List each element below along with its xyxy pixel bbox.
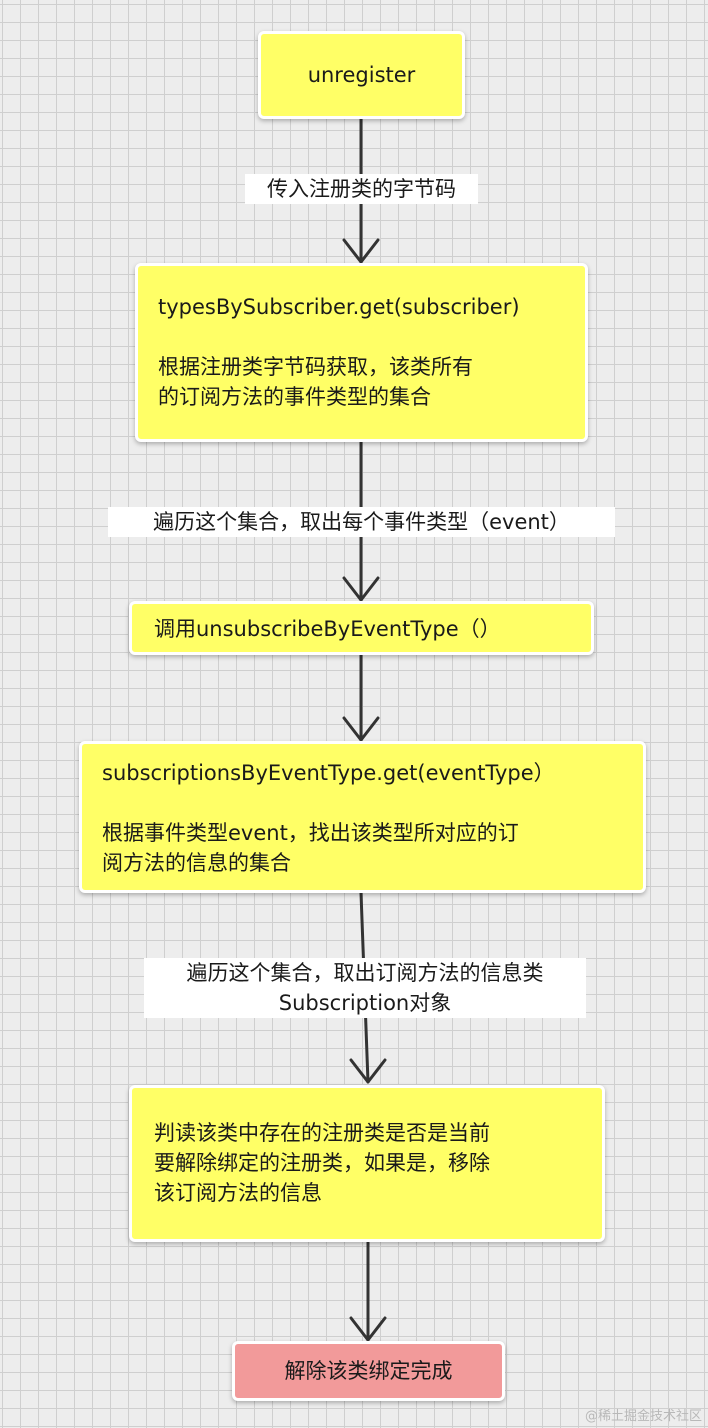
node-types-by-subscriber-line1: typesBySubscriber.get(subscriber) [158,295,520,319]
node-subscriptions-by-event-type-line3: 阅方法的信息的集合 [102,851,291,875]
arrowhead-unsubscribe [342,576,380,602]
node-done: 解除该类绑定完成 [232,1341,505,1401]
arrowhead-subscriptions [342,716,380,742]
node-unsubscribe-call-label: 调用unsubscribeByEventType（） [154,617,501,641]
node-unsubscribe-call: 调用unsubscribeByEventType（） [129,601,594,655]
node-subscriptions-by-event-type: subscriptionsByEventType.get(eventType） … [79,741,646,893]
node-subscriptions-by-event-type-spacer [102,788,643,818]
node-judge: 判读该类中存在的注册类是否是当前 要解除绑定的注册类，如果是，移除 该订阅方法的… [129,1085,605,1242]
edge-label-iterate-event-types: 遍历这个集合，取出每个事件类型（event） [108,507,615,537]
arrowhead-done [349,1316,387,1342]
node-judge-line1: 判读该类中存在的注册类是否是当前 [154,1121,490,1145]
edge-label-iterate-subscriptions-line2: Subscription对象 [278,991,452,1015]
node-judge-line3: 该订阅方法的信息 [154,1181,322,1205]
node-types-by-subscriber-spacer [158,322,585,352]
node-subscriptions-by-event-type-line1: subscriptionsByEventType.get(eventType） [102,761,555,785]
node-unregister-label: unregister [307,63,416,87]
node-judge-line2: 要解除绑定的注册类，如果是，移除 [154,1151,490,1175]
node-types-by-subscriber-line2: 根据注册类字节码获取，该类所有 [158,355,473,379]
node-types-by-subscriber: typesBySubscriber.get(subscriber) 根据注册类字… [135,263,588,442]
node-done-label: 解除该类绑定完成 [284,1359,453,1383]
edge-label-iterate-subscriptions-line1: 遍历这个集合，取出订阅方法的信息类 [186,961,544,985]
edge-label-iterate-subscriptions: 遍历这个集合，取出订阅方法的信息类 Subscription对象 [144,958,586,1018]
node-unregister: unregister [258,31,465,119]
node-types-by-subscriber-line3: 的订阅方法的事件类型的集合 [158,385,431,409]
edge-label-iterate-event-types-text: 遍历这个集合，取出每个事件类型（event） [153,510,570,534]
arrowhead-types [342,238,380,264]
edge-label-pass-bytecode-text: 传入注册类的字节码 [267,177,456,201]
edge-label-pass-bytecode: 传入注册类的字节码 [245,174,478,204]
watermark: @稀土掘金技术社区 [584,1409,702,1424]
node-subscriptions-by-event-type-line2: 根据事件类型event，找出该类型所对应的订 [102,821,519,845]
arrowhead-judge [349,1058,387,1084]
